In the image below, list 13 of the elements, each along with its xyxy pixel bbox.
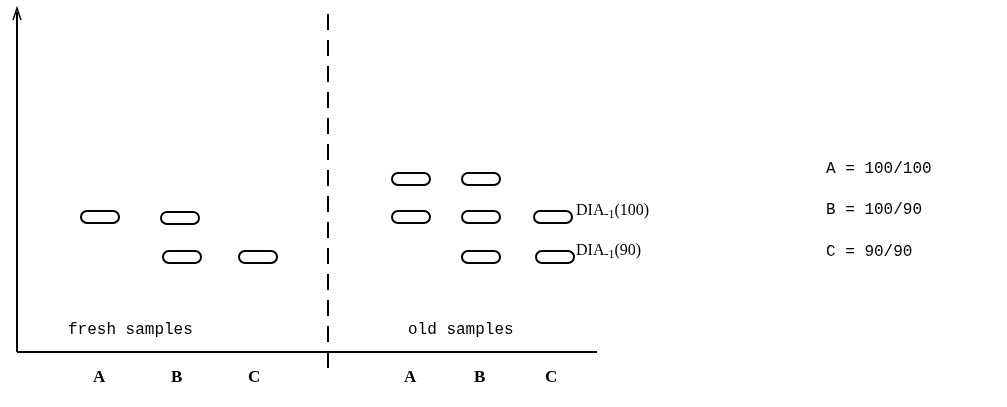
lane-letter: A bbox=[93, 368, 106, 385]
group-label: old samples bbox=[408, 322, 514, 338]
band-label: DIA$_{-1}$(90) bbox=[576, 242, 642, 258]
lane-letter: B bbox=[474, 368, 486, 385]
lane-letter: C bbox=[248, 368, 261, 385]
lane-letter: C bbox=[545, 368, 558, 385]
key-text: A = 100/100 bbox=[826, 161, 932, 177]
group-label: fresh samples bbox=[68, 322, 193, 338]
key-text: B = 100/90 bbox=[826, 202, 922, 218]
lane-letter: A bbox=[404, 368, 417, 385]
key-text: C = 90/90 bbox=[826, 244, 913, 260]
lane-letter: B bbox=[171, 368, 183, 385]
band-label: DIA$_{-1}$(100) bbox=[576, 202, 650, 218]
